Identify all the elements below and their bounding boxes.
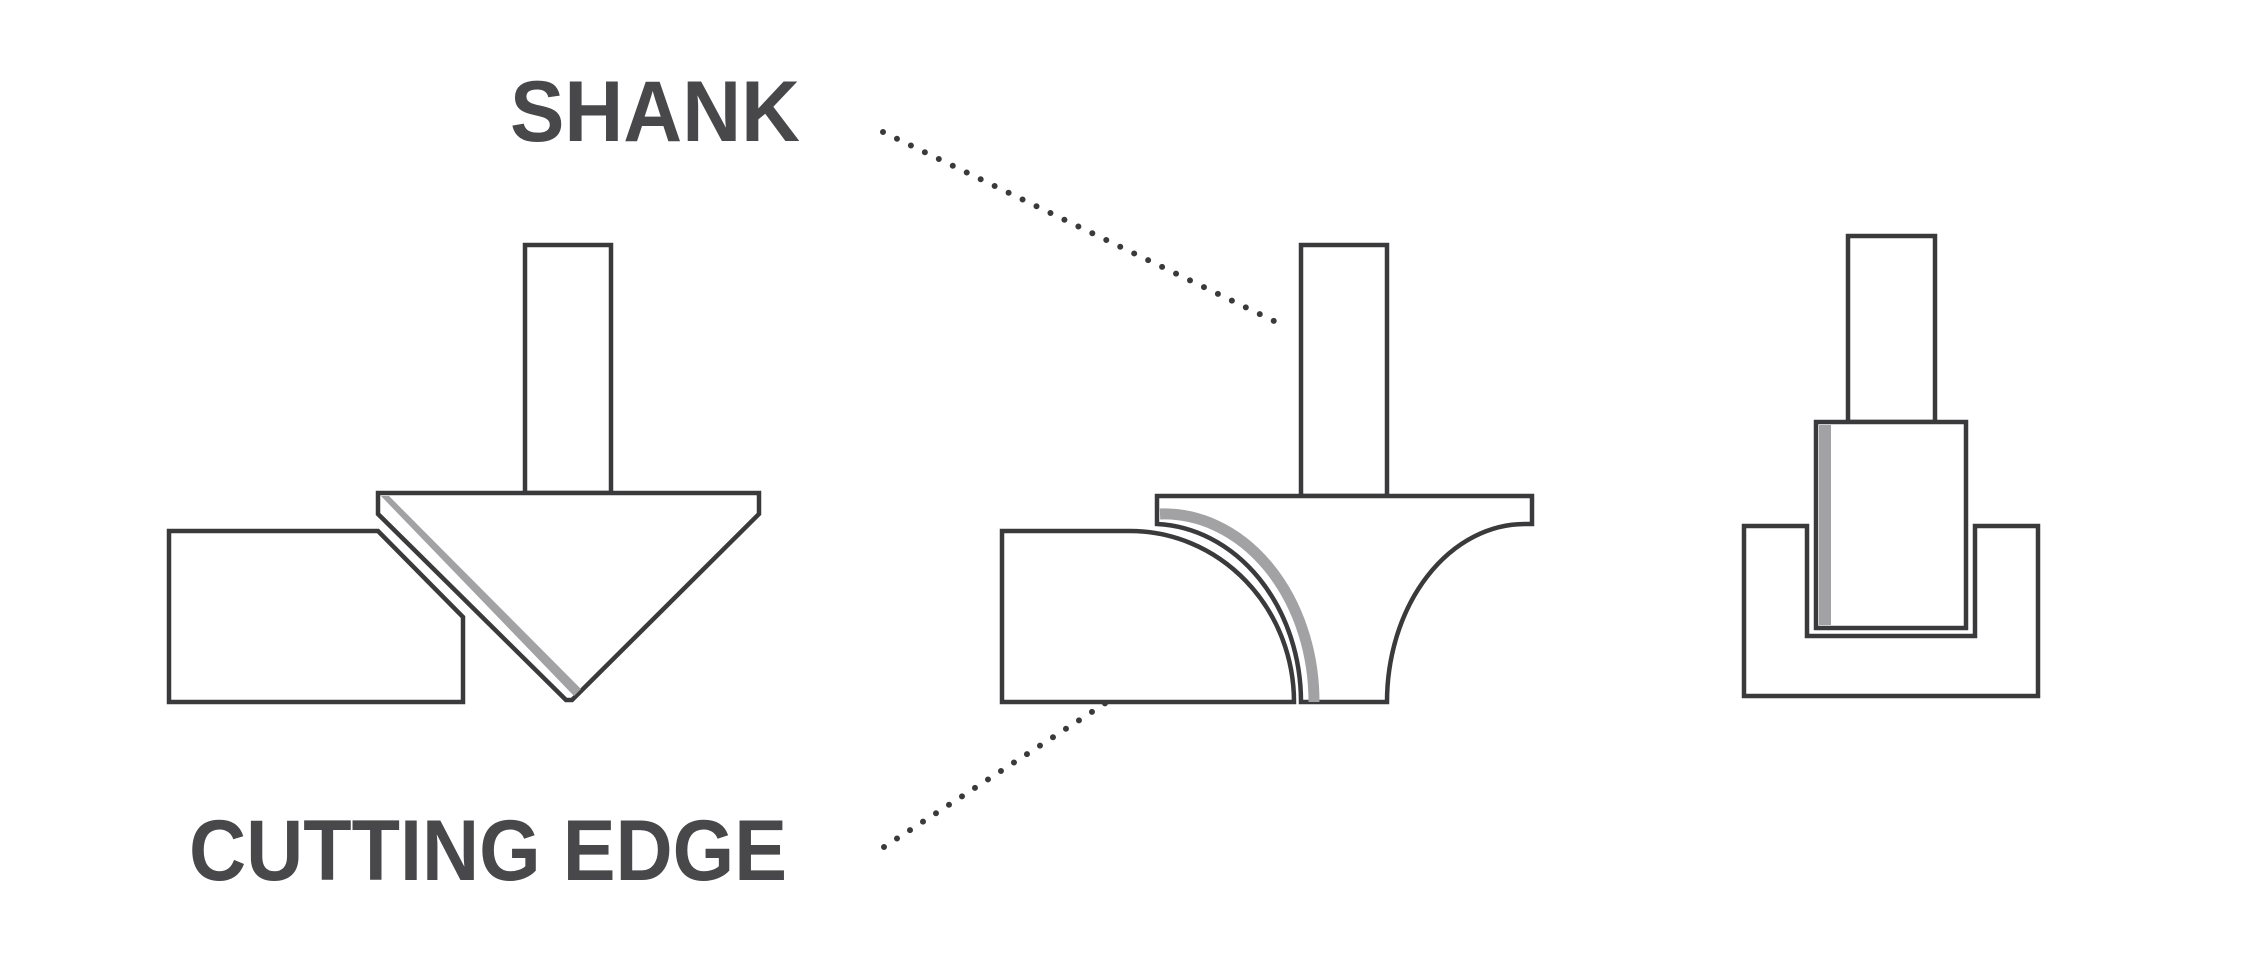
shank-label: SHANK (510, 64, 800, 160)
straight-shank (1845, 233, 1938, 425)
cutting-edge-label: CUTTING EDGE (189, 803, 787, 899)
v-groove-cutting-edge (381, 496, 581, 696)
shank-leader-line (880, 129, 1279, 325)
v-groove-shank (522, 242, 614, 496)
roundover-shank (1298, 242, 1390, 499)
roundover-cutting-edge (1159, 508, 1320, 703)
straight-workpiece (1741, 523, 2041, 699)
roundover-workpiece (999, 528, 1297, 705)
roundover-bit (999, 242, 1535, 705)
v-groove-bit (166, 242, 762, 705)
straight-cutting-edge (1819, 425, 1831, 625)
v-groove-cutter-head (375, 490, 762, 703)
straight-cutter-body (1813, 419, 1969, 631)
straight-bit (1741, 233, 2041, 699)
v-groove-workpiece (166, 528, 466, 705)
